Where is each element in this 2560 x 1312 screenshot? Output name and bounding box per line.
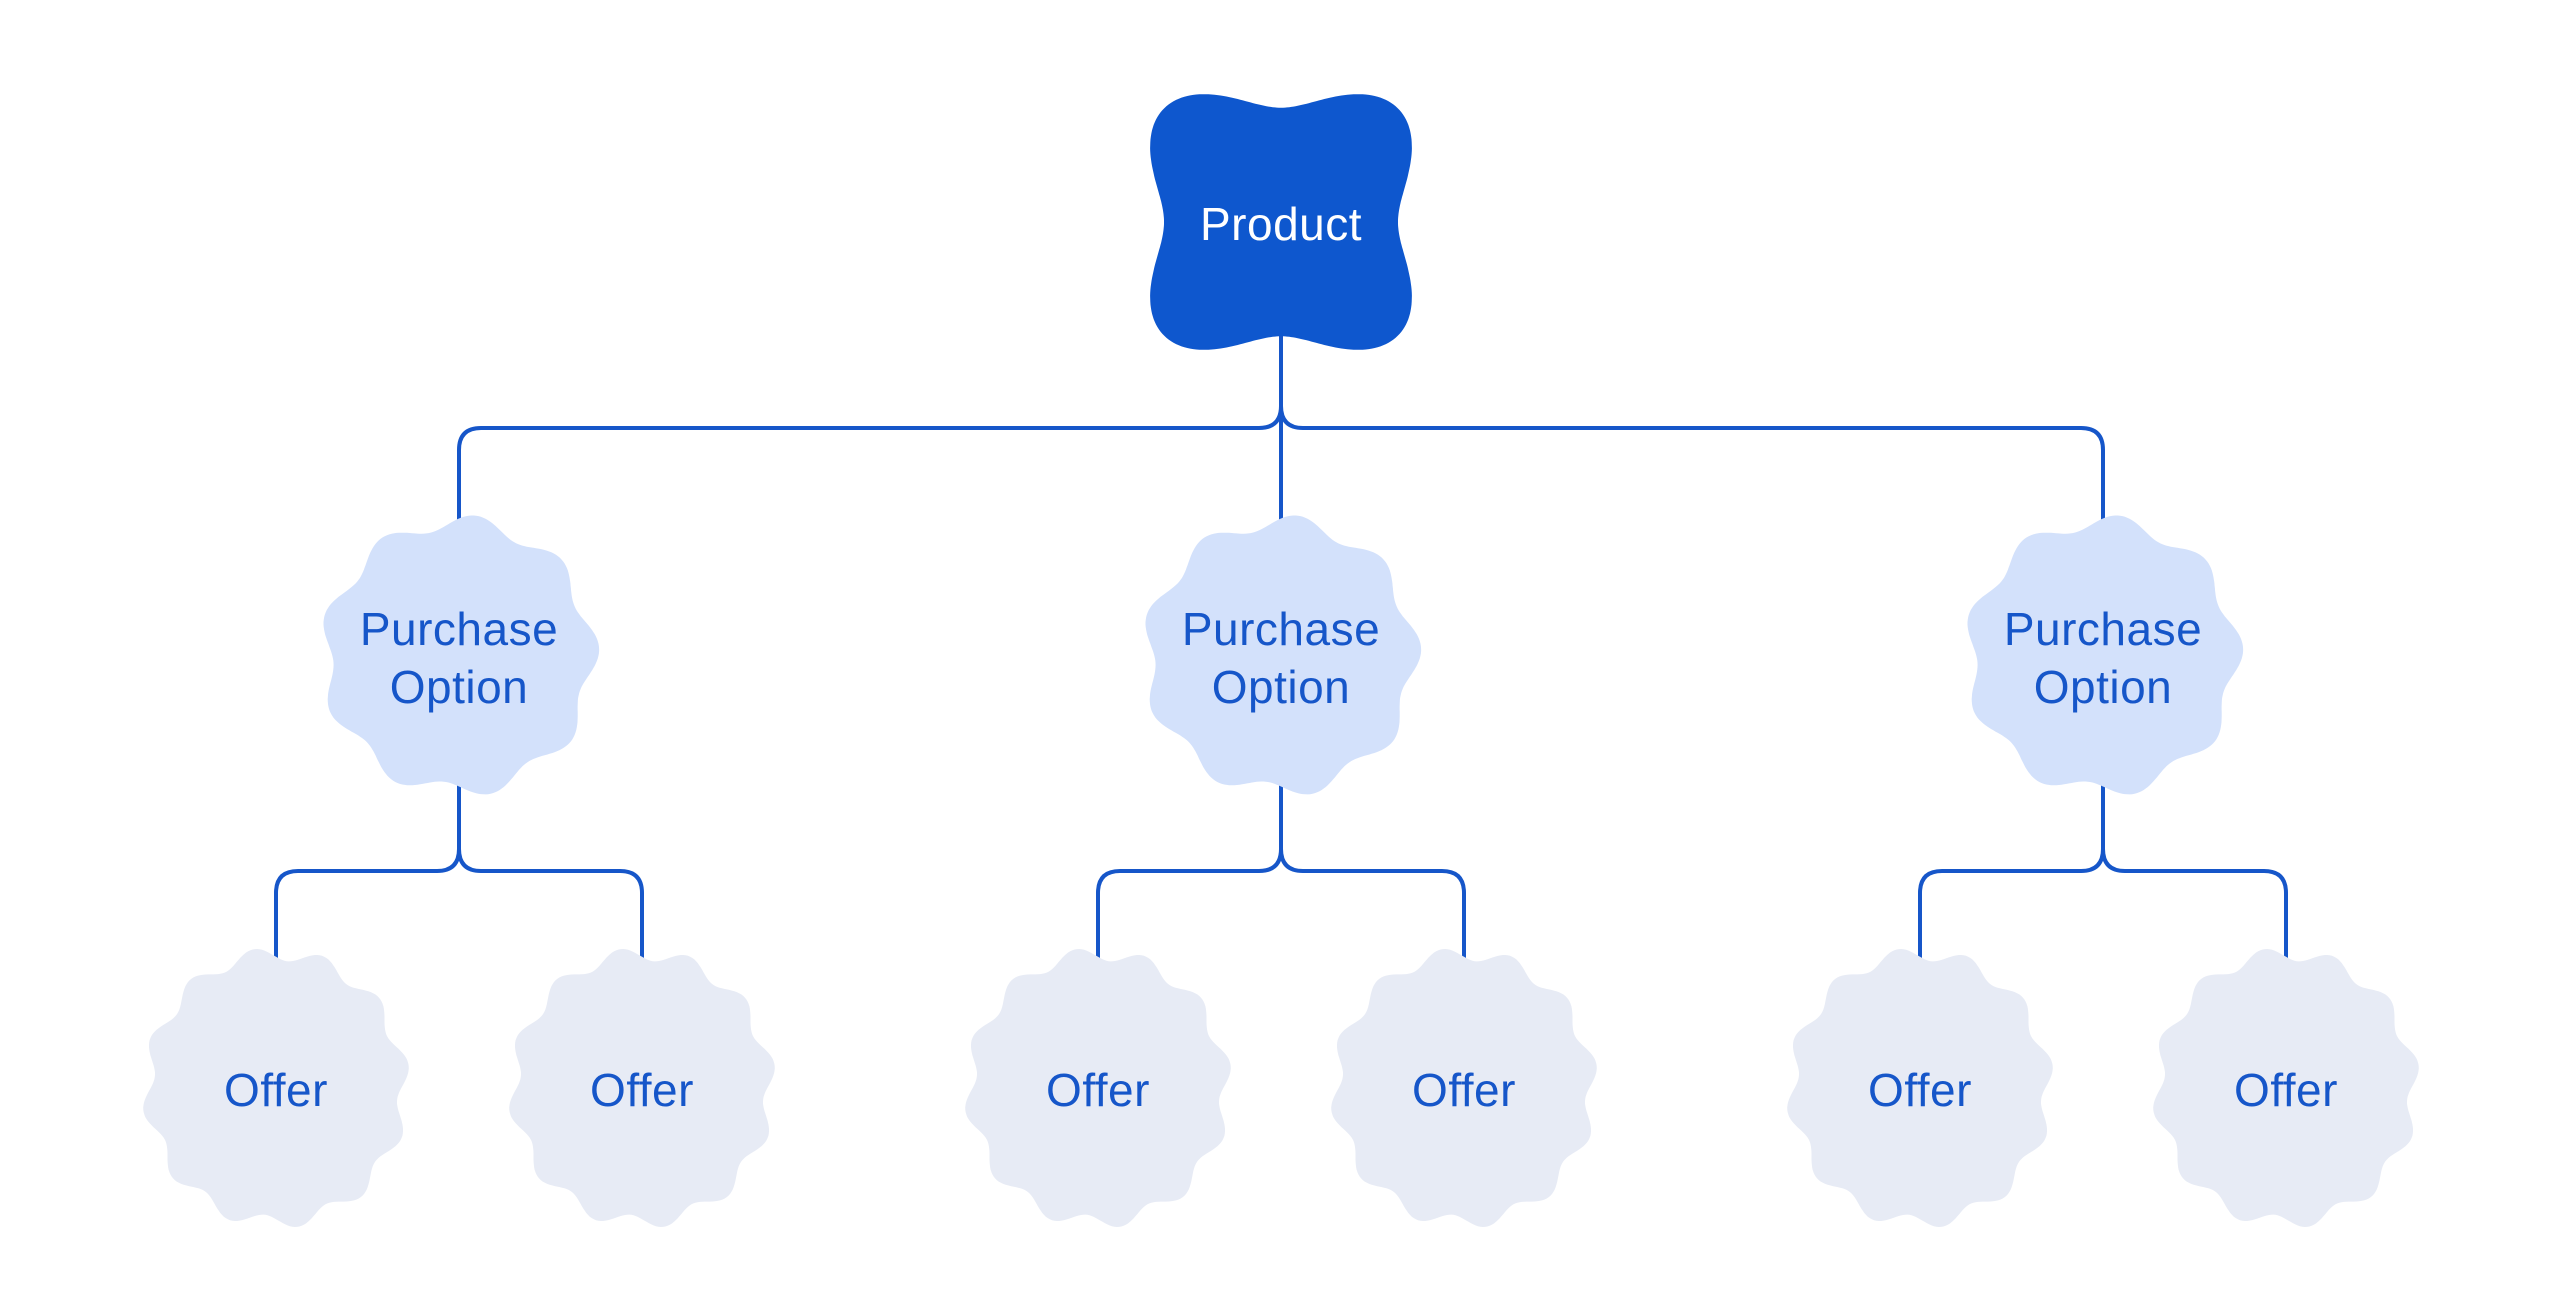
purchase-option-node-shape: [1967, 515, 2244, 795]
offer-node-label: Offer: [2234, 1064, 2338, 1116]
connectors-group: [274, 222, 2288, 1088]
connector-po1-right-branch: [1279, 656, 1466, 1088]
offer-node-shape: [509, 949, 775, 1227]
offer-node-shape: [143, 949, 409, 1227]
purchase-option-node-shape: [323, 515, 600, 795]
offer-node-label: Offer: [1412, 1064, 1516, 1116]
offer-node-shape: [965, 949, 1231, 1227]
purchase-option-node-label: Purchase Option: [359, 603, 559, 713]
offer-node-label: Offer: [1046, 1064, 1150, 1116]
offer-node-shape: [1331, 949, 1597, 1227]
nodes-group: [143, 94, 2419, 1227]
connector-root-right-branch: [1279, 405, 2105, 660]
offer-node-label: Offer: [224, 1064, 328, 1116]
connector-po0-left-branch: [274, 656, 461, 1088]
offer-node-shape: [1787, 949, 2053, 1227]
offer-node-label: Offer: [590, 1064, 694, 1116]
purchase-option-node-shape: [1145, 515, 1422, 795]
purchase-option-node-label: Purchase Option: [2003, 603, 2203, 713]
purchase-option-node-label: Purchase Option: [1181, 603, 1381, 713]
product-node-label: Product: [1199, 198, 1363, 250]
product-node-shape: [1150, 94, 1412, 350]
connector-po0-right-branch: [457, 656, 644, 1088]
connector-po2-left-branch: [1918, 656, 2105, 1088]
connector-po1-left-branch: [1096, 656, 1283, 1088]
connector-po2-right-branch: [2101, 656, 2288, 1088]
offer-node-label: Offer: [1868, 1064, 1972, 1116]
offer-node-shape: [2153, 949, 2419, 1227]
connector-root-left-branch: [457, 405, 1283, 660]
